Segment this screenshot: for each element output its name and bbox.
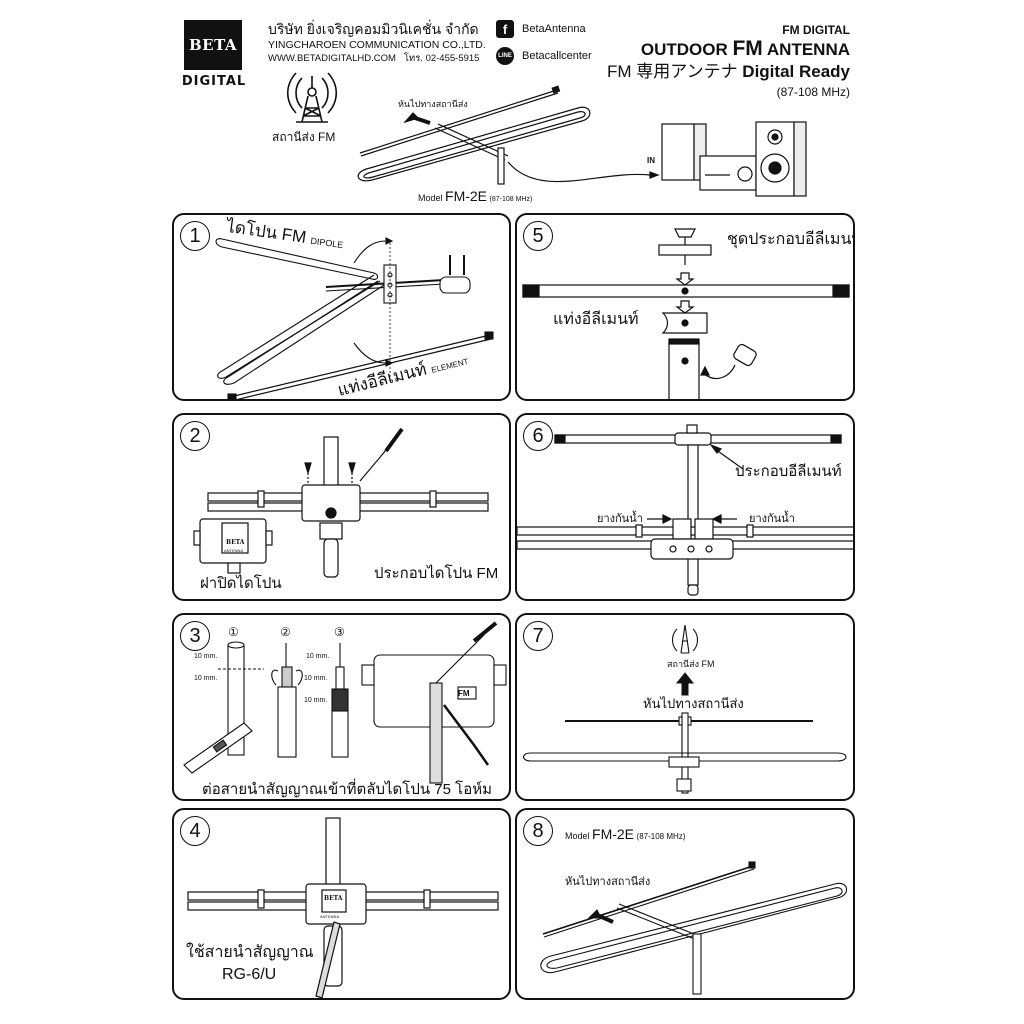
element-rod-label: แท่งอีลีเมนท์ <box>553 311 639 328</box>
step-number: 5 <box>523 221 553 251</box>
model-name: FM-2E <box>445 188 488 204</box>
step-3-drawing <box>183 621 507 784</box>
step-7-drawing <box>522 624 847 794</box>
cable-instruction-label: ใช้สายนำสัญญาณ <box>186 944 314 961</box>
strip-length-3: 10 mm. <box>306 653 330 660</box>
box-brand: BETA <box>324 895 343 902</box>
step-8-face-label: หันไปทางสถานีส่ง <box>565 876 651 888</box>
step-6-drawing <box>517 424 853 596</box>
cover-brand: BETA <box>226 539 245 546</box>
step-1-panel: 1 ไดโปน FM DIPOLE แท่งอีลีเมนท์ ELEMENT <box>172 213 511 401</box>
company-name-english: YINGCHAROEN COMMUNICATION CO.,LTD. <box>268 39 486 51</box>
cable-type-label: RG-6/U <box>222 966 277 983</box>
step-6-panel: 6 ประกอบอีลีเมนท์ ยางกันน้ำ ยางกันน้ำ <box>515 413 855 601</box>
strip-length-5: 10 mm. <box>304 697 328 704</box>
product-title: FM DIGITAL OUTDOOR FM ANTENNA FM 専用アンテナ … <box>607 22 850 101</box>
model-prefix: Model <box>418 193 446 203</box>
step-number: 2 <box>180 421 210 451</box>
strip-length-2: 10 mm. <box>194 675 218 682</box>
logo-subtitle: DIGITAL <box>181 74 247 89</box>
facebook-icon: f <box>496 20 514 38</box>
phone-number: โทร. 02-455-5915 <box>403 53 480 64</box>
step-8-drawing <box>540 861 848 995</box>
website-link[interactable]: WWW.BETADIGITALHD.COM <box>268 53 396 64</box>
connect-cable-caption: ต่อสายนำสัญญาณเข้าที่ตลับไดโปน 75 โอห์ม <box>202 781 492 798</box>
strip-length-4: 10 mm. <box>304 675 328 682</box>
step-8-model-freq: (87-108 MHz) <box>636 832 686 841</box>
tower-icon <box>671 624 699 654</box>
hero-tower-label: สถานีส่ง FM <box>272 130 336 144</box>
box-brand-sub: ANTENNA <box>320 914 340 919</box>
step-8-model-label: Model FM-2E (87-108 MHz) <box>565 826 685 842</box>
fm-tag: FM <box>458 689 470 698</box>
step-number: 7 <box>523 621 553 651</box>
title-main: OUTDOOR FM ANTENNA <box>607 38 850 61</box>
step-number: 3 <box>180 621 210 651</box>
company-contact: WWW.BETADIGITALHD.COM โทร. 02-455-5915 <box>268 52 486 66</box>
step-2-drawing <box>193 427 489 578</box>
title-main-fm: FM <box>732 37 763 60</box>
step-7-tower-label: สถานีส่ง FM <box>667 659 715 669</box>
seal-left-label: ยางกันน้ำ <box>597 513 643 525</box>
dipole-label-en: DIPOLE <box>309 235 344 251</box>
stereo-system-icon <box>661 121 807 197</box>
step-7-panel: 7 สถานีส่ง FM หันไปทางสถานีส่ง <box>515 613 855 801</box>
company-info: บริษัท ยิ่งเจริญคอมมิวนิเคชั่น จำกัด YIN… <box>268 20 486 66</box>
facebook-label: BetaAntenna <box>522 23 586 35</box>
sub-step-3-marker: ③ <box>334 625 345 639</box>
assemble-dipole-label: ประกอบไดโปน FM <box>374 565 499 582</box>
assemble-element-label: ประกอบอีลีเมนท์ <box>735 463 842 480</box>
beta-logo: BETA <box>184 20 242 70</box>
radio-tower-icon <box>286 72 338 123</box>
sub-step-2-marker: ② <box>280 625 291 639</box>
step-3-panel: 3 ① ② ③ 10 mm. 10 mm. 10 mm. 10 mm. 10 m… <box>172 613 511 801</box>
step-5-drawing <box>522 228 850 399</box>
step-8-panel: 8 Model FM-2E (87-108 MHz) หันไปทางสถานี… <box>515 808 855 1000</box>
line-icon: LINE <box>496 47 514 65</box>
frequency-range: (87-108 MHz) <box>776 85 850 99</box>
title-main-pre: OUTDOOR <box>640 40 733 59</box>
dipole-cover-label: ฝาปิดไดโปน <box>200 575 282 592</box>
step-8-model-name: FM-2E <box>592 826 635 842</box>
step-number: 4 <box>180 816 210 846</box>
hero-model-label: Model FM-2E (87-108 MHz) <box>418 188 532 204</box>
step-1-drawing <box>215 237 494 399</box>
step-8-model-prefix: Model <box>565 831 593 841</box>
line-label: Betacallcenter <box>522 50 592 62</box>
cover-brand-sub: ANTENNA <box>224 548 244 553</box>
title-jp-pre: FM 専用アンテナ <box>606 62 743 81</box>
step-7-face-label: หันไปทางสถานีส่ง <box>643 696 744 711</box>
facebook-contact[interactable]: f BetaAntenna <box>496 20 586 38</box>
step-4-drawing <box>187 817 499 998</box>
hero-input-label: IN <box>647 156 655 165</box>
hero-face-station-label: หันไปทางสถานีส่ง <box>398 99 468 109</box>
step-5-panel: 5 ชุดประกอบอีลีเมนท์ แท่งอีลีเมนท์ <box>515 213 855 401</box>
element-set-label: ชุดประกอบอีลีเมนท์ <box>727 231 855 248</box>
title-japanese: FM 専用アンテナ Digital Ready <box>607 61 850 83</box>
step-number: 6 <box>523 421 553 451</box>
title-small: FM DIGITAL <box>782 23 850 37</box>
title-jp-bold: Digital Ready <box>742 62 850 81</box>
step-number: 8 <box>523 816 553 846</box>
sub-step-1-marker: ① <box>228 625 239 639</box>
title-main-post: ANTENNA <box>762 40 850 59</box>
strip-length-1: 10 mm. <box>194 653 218 660</box>
model-frequency: (87-108 MHz) <box>489 196 533 203</box>
seal-right-label: ยางกันน้ำ <box>749 513 795 525</box>
step-2-panel: 2 BETA ANTENNA ประกอบไดโปน FM ฝาปิดไดโปน <box>172 413 511 601</box>
step-4-panel: 4 BETA ANTENNA ใช้สายนำสัญญาณ RG-6/U <box>172 808 511 1000</box>
element-label-en: ELEMENT <box>430 356 470 375</box>
step-number: 1 <box>180 221 210 251</box>
line-contact[interactable]: LINE Betacallcenter <box>496 47 592 65</box>
company-name-thai: บริษัท ยิ่งเจริญคอมมิวนิเคชั่น จำกัด <box>268 21 479 37</box>
